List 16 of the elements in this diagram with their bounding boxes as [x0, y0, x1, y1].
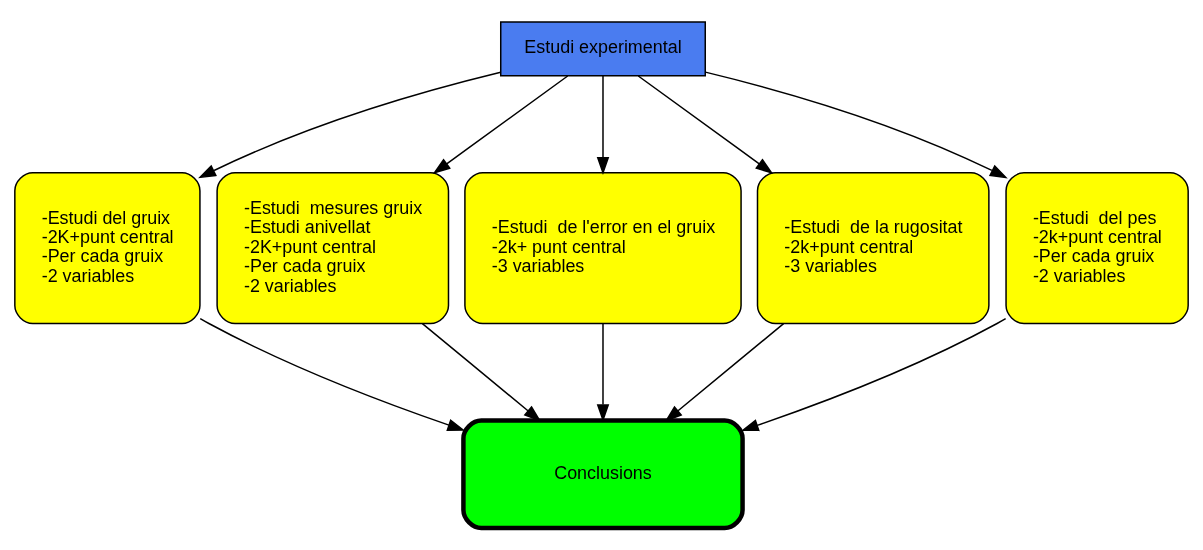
- arrow: [432, 75, 569, 175]
- arrow: [198, 71, 502, 179]
- arrow: [704, 71, 1008, 179]
- node-box: -Estudi del gruix -2K+punt central -Per cada gruix -2 variables: [14, 172, 201, 325]
- arrow: [596, 75, 610, 175]
- node-box: Conclusions: [461, 418, 745, 531]
- arrow: [664, 322, 785, 422]
- arrow: [637, 75, 774, 175]
- arrow: [421, 322, 542, 422]
- node-box: -Estudi del pes -2k+punt central -Per cada gruix -2 variables: [1005, 172, 1189, 325]
- node-box: -Estudi mesures gruix -Estudi anivellat -2K+punt central -Per cada gruix -2 variables: [216, 172, 450, 325]
- arrow: [199, 317, 466, 431]
- node-box: -Estudi de la rugositat -2k+punt central -3 variables: [756, 172, 990, 325]
- node-box: -Estudi de l'error en el gruix -2k+ punt central -3 variables: [464, 172, 742, 325]
- arrow: [740, 317, 1007, 432]
- node-box: Estudi experimental: [500, 21, 706, 77]
